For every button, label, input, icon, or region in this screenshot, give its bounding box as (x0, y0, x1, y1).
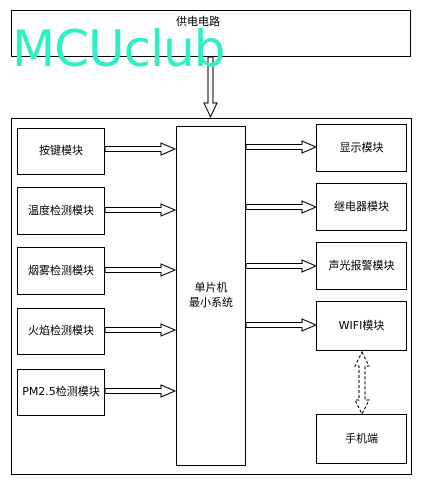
output-module-label: 继电器模块 (334, 199, 389, 213)
input-module-4: 火焰检测模块 (17, 308, 105, 355)
output-module-1: 显示模块 (316, 124, 407, 172)
output-module-label: 显示模块 (339, 140, 384, 154)
output-arrow-3 (245, 259, 317, 273)
output-arrow-2 (245, 200, 317, 214)
input-module-5: PM2.5检测模块 (17, 369, 105, 416)
input-module-label: PM2.5检测模块 (22, 385, 100, 399)
system-frame (11, 118, 412, 475)
input-module-label: 火焰检测模块 (28, 324, 94, 338)
mcuclub-watermark: MCUclub (12, 20, 225, 78)
input-module-1: 按键模块 (17, 128, 105, 175)
phone-label: 手机端 (345, 431, 378, 445)
output-module-label: WIFI模块 (338, 318, 385, 332)
mcu-label-line1: 单片机 (194, 281, 228, 295)
phone-box: 手机端 (316, 414, 407, 464)
input-arrow-3 (104, 263, 176, 277)
wifi-phone-link (354, 350, 370, 416)
input-arrow-1 (104, 142, 176, 156)
output-arrow-4 (245, 318, 317, 332)
output-arrow-1 (245, 140, 317, 154)
input-module-2: 温度检测模块 (17, 187, 105, 235)
input-module-label: 温度检测模块 (28, 203, 94, 217)
power-supply-label: 供电电路 (176, 15, 220, 29)
input-module-3: 烟雾检测模块 (17, 247, 105, 295)
output-module-3: 声光报警模块 (316, 242, 407, 290)
input-module-label: 烟雾检测模块 (28, 263, 94, 277)
input-arrow-4 (104, 323, 176, 337)
mcu-box: 单片机 最小系统 (176, 126, 246, 466)
output-module-2: 继电器模块 (316, 183, 407, 231)
input-module-label: 按键模块 (39, 144, 83, 158)
power-arrow (203, 56, 218, 119)
output-module-4: WIFI模块 (316, 301, 407, 351)
input-arrow-5 (104, 384, 176, 398)
output-module-label: 声光报警模块 (328, 258, 395, 272)
mcu-label-line2: 最小系统 (189, 296, 233, 309)
input-arrow-2 (104, 203, 176, 217)
